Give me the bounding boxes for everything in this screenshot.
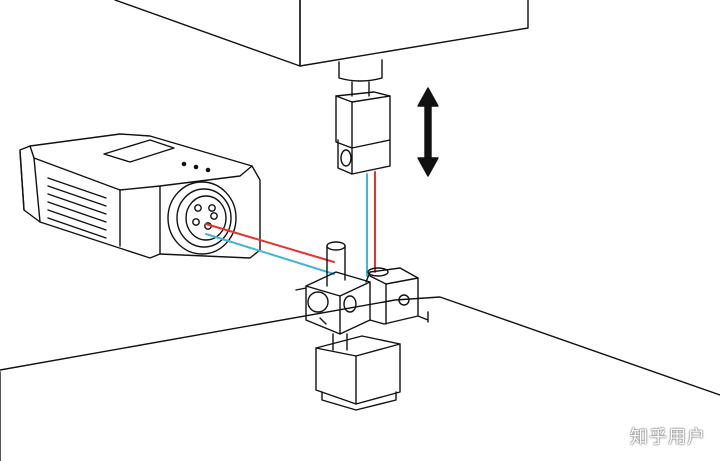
- camera-lens: [167, 181, 237, 255]
- watermark-text: 知乎用户: [630, 427, 706, 448]
- double-vertical-arrow-icon: [417, 87, 439, 177]
- camera-device: [19, 133, 261, 259]
- red-beam-horizontal: [205, 223, 335, 263]
- upper-machine-block: [114, 0, 529, 67]
- floor-platform: [0, 296, 720, 461]
- vent-slats: [47, 177, 107, 239]
- magnetic-base: [315, 335, 401, 411]
- cyan-beam-horizontal: [205, 233, 335, 275]
- probe-bracket: [295, 241, 429, 351]
- laser-beams: [205, 171, 376, 277]
- spindle-holder: [335, 59, 391, 175]
